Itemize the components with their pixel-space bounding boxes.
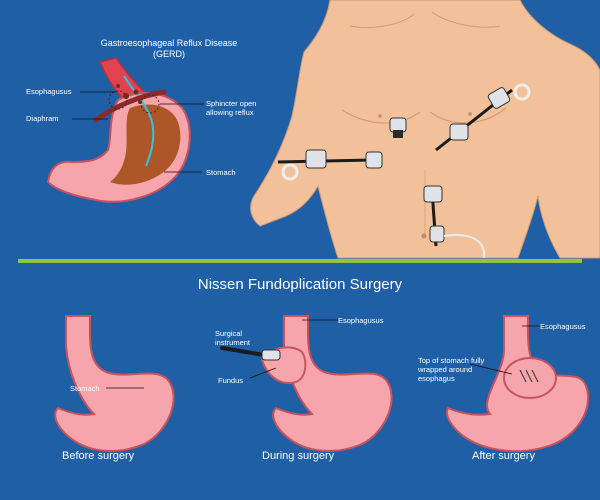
clavicle-line (431, 11, 501, 28)
reflux-drop (133, 89, 139, 95)
leader-wrap (469, 363, 513, 375)
label-sphincter: Sphincter open allowing reflux (206, 99, 257, 117)
leader-fundus (249, 367, 277, 379)
during-esophagus-label: Esophagusus (338, 316, 384, 325)
label-diaphram: Diaphram (26, 114, 59, 123)
surgical-instrument-icon (220, 346, 281, 361)
gerd-title-line1: Gastroesophageal Reflux Disease (100, 38, 238, 48)
during-stomach (249, 315, 393, 452)
during-caption: During surgery (262, 450, 335, 462)
clavicle-line (349, 13, 415, 28)
before-caption: Before surgery (62, 450, 135, 462)
after-caption: After surgery (472, 450, 535, 462)
patient-torso (250, 0, 600, 259)
during-fundus-label: Fundus (218, 376, 244, 385)
diaphragm-highlight (108, 90, 128, 110)
section-title: Nissen Fundoplication Surgery (197, 276, 403, 293)
before-stomach (54, 315, 175, 452)
label-stomach: Stomach (206, 168, 236, 177)
gerd-reflux-stream (123, 75, 155, 167)
sphincter-highlight (140, 94, 160, 114)
gerd-title-line2: (GERD) (153, 49, 185, 59)
gerd-stomach (46, 57, 204, 203)
section-divider (18, 259, 582, 263)
laparoscopic-port-icon (389, 117, 407, 138)
reflux-drop (116, 84, 120, 88)
nipple (468, 112, 472, 116)
after-esophagus-label: Esophagusus (540, 322, 586, 331)
camera-icon (423, 185, 486, 259)
navel (421, 233, 427, 239)
after-wrap-label: Top of stomach fully wrapped around esop… (418, 356, 485, 383)
chest-line (429, 107, 507, 124)
sutures (519, 369, 539, 383)
surgical-instrument-icon (277, 149, 383, 181)
before-stomach-label: Stomach (70, 384, 100, 393)
label-esophagus: Esophagusus (26, 87, 72, 96)
during-instrument-label: Surgical instrument (215, 329, 251, 347)
gerd-acid-pool (110, 104, 181, 185)
after-stomach (446, 315, 589, 453)
gerd-title: Gastroesophageal Reflux Disease (GERD) (74, 38, 264, 60)
nipple (378, 114, 382, 118)
gerd-diaphragm (93, 89, 167, 123)
surgical-instrument-icon (435, 83, 531, 152)
torso-skin (250, 0, 600, 259)
chest-line (341, 109, 421, 124)
